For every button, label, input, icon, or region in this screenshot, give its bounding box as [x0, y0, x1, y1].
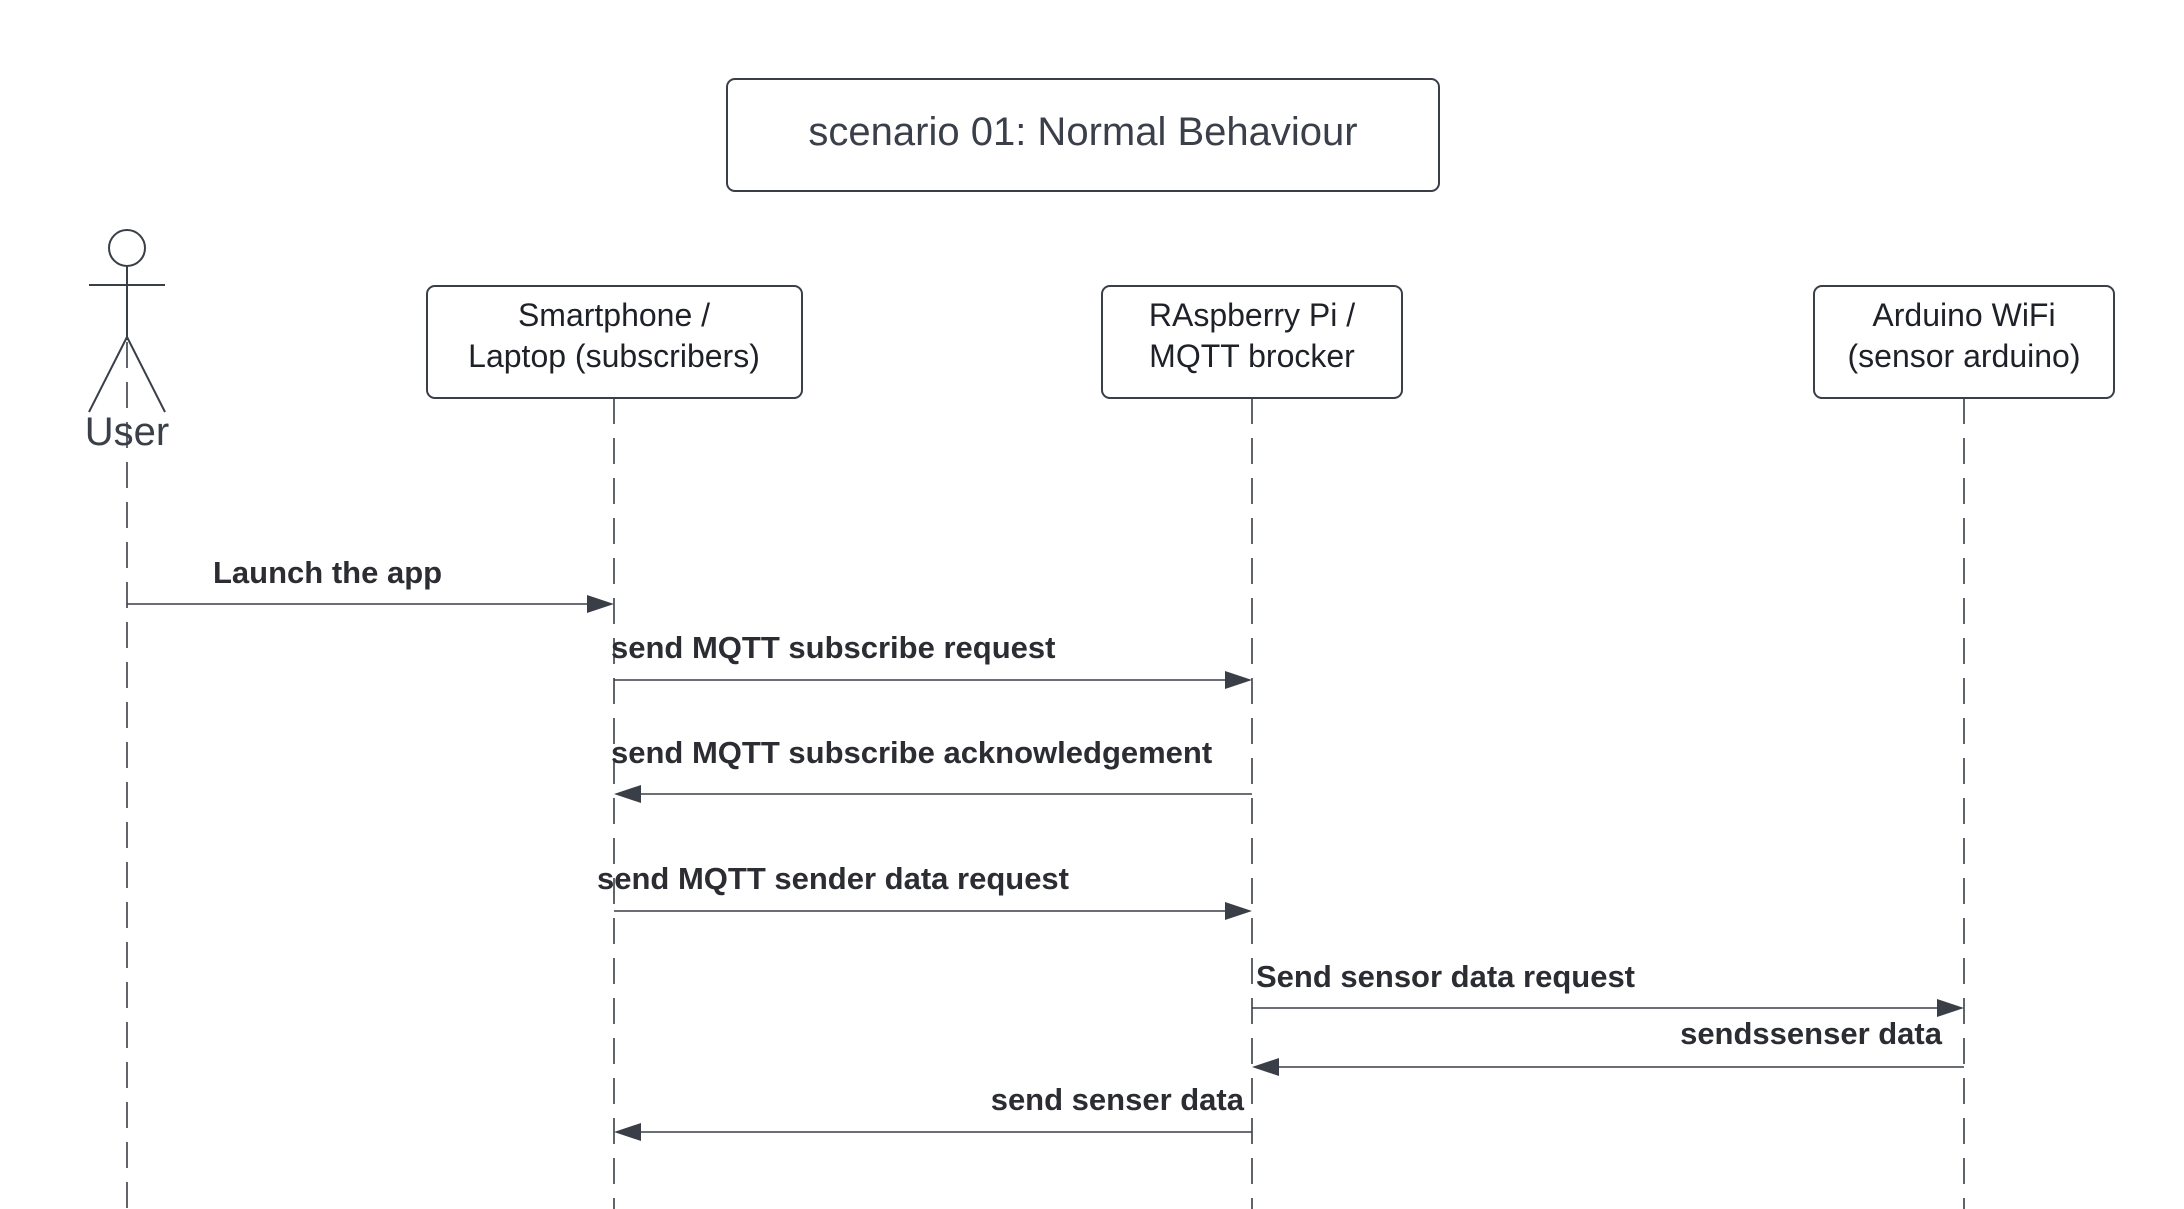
message-launch-app: Launch the app: [127, 555, 614, 613]
participant-broker-line2: MQTT brocker: [1149, 338, 1355, 374]
arrowhead-left-icon: [1252, 1058, 1279, 1076]
message-label: send MQTT subscribe request: [611, 630, 1055, 665]
participant-client-line1: Smartphone /: [518, 297, 710, 333]
message-forward-sensor-data: send senser data: [614, 1082, 1252, 1141]
message-sensor-data-response: sendssenser data: [1252, 1016, 1964, 1076]
stick-figure-icon: [88, 229, 166, 413]
arrowhead-left-icon: [614, 785, 641, 803]
actor-user: User: [85, 229, 169, 454]
message-label: Send sensor data request: [1256, 959, 1635, 994]
arrowhead-right-icon: [1225, 671, 1252, 689]
participant-sensor-line2: (sensor arduino): [1848, 338, 2081, 374]
arrowhead-left-icon: [614, 1123, 641, 1141]
participant-broker-line1: RAspberry Pi /: [1149, 297, 1355, 333]
message-label: send MQTT sender data request: [597, 861, 1069, 896]
message-sender-data-request: send MQTT sender data request: [597, 861, 1252, 920]
participant-sensor-box: [1813, 285, 2115, 399]
message-label: send senser data: [991, 1082, 1245, 1117]
arrowhead-right-icon: [1225, 902, 1252, 920]
message-label: send MQTT subscribe acknowledgement: [611, 735, 1212, 770]
message-label: Launch the app: [213, 555, 442, 590]
title-frame: scenario 01: Normal Behaviour: [726, 78, 1440, 192]
participant-sensor: Arduino WiFi (sensor arduino): [1813, 285, 2115, 399]
participant-client-box: [426, 285, 803, 399]
actor-label: User: [85, 410, 169, 454]
title-box: [726, 78, 1440, 192]
arrowhead-right-icon: [1937, 999, 1964, 1017]
arrowhead-right-icon: [587, 595, 614, 613]
participant-client-line2: Laptop (subscribers): [468, 338, 760, 374]
participant-sensor-line1: Arduino WiFi: [1872, 297, 2055, 333]
participant-broker-box: [1101, 285, 1403, 399]
message-subscribe-ack: send MQTT subscribe acknowledgement: [611, 735, 1252, 803]
participant-broker: RAspberry Pi / MQTT brocker: [1101, 285, 1403, 399]
diagram-title: scenario 01: Normal Behaviour: [808, 110, 1357, 154]
message-label: sendssenser data: [1680, 1016, 1943, 1051]
message-subscribe-request: send MQTT subscribe request: [611, 630, 1252, 689]
message-sensor-data-request: Send sensor data request: [1252, 959, 1964, 1017]
participant-client: Smartphone / Laptop (subscribers): [426, 285, 803, 399]
